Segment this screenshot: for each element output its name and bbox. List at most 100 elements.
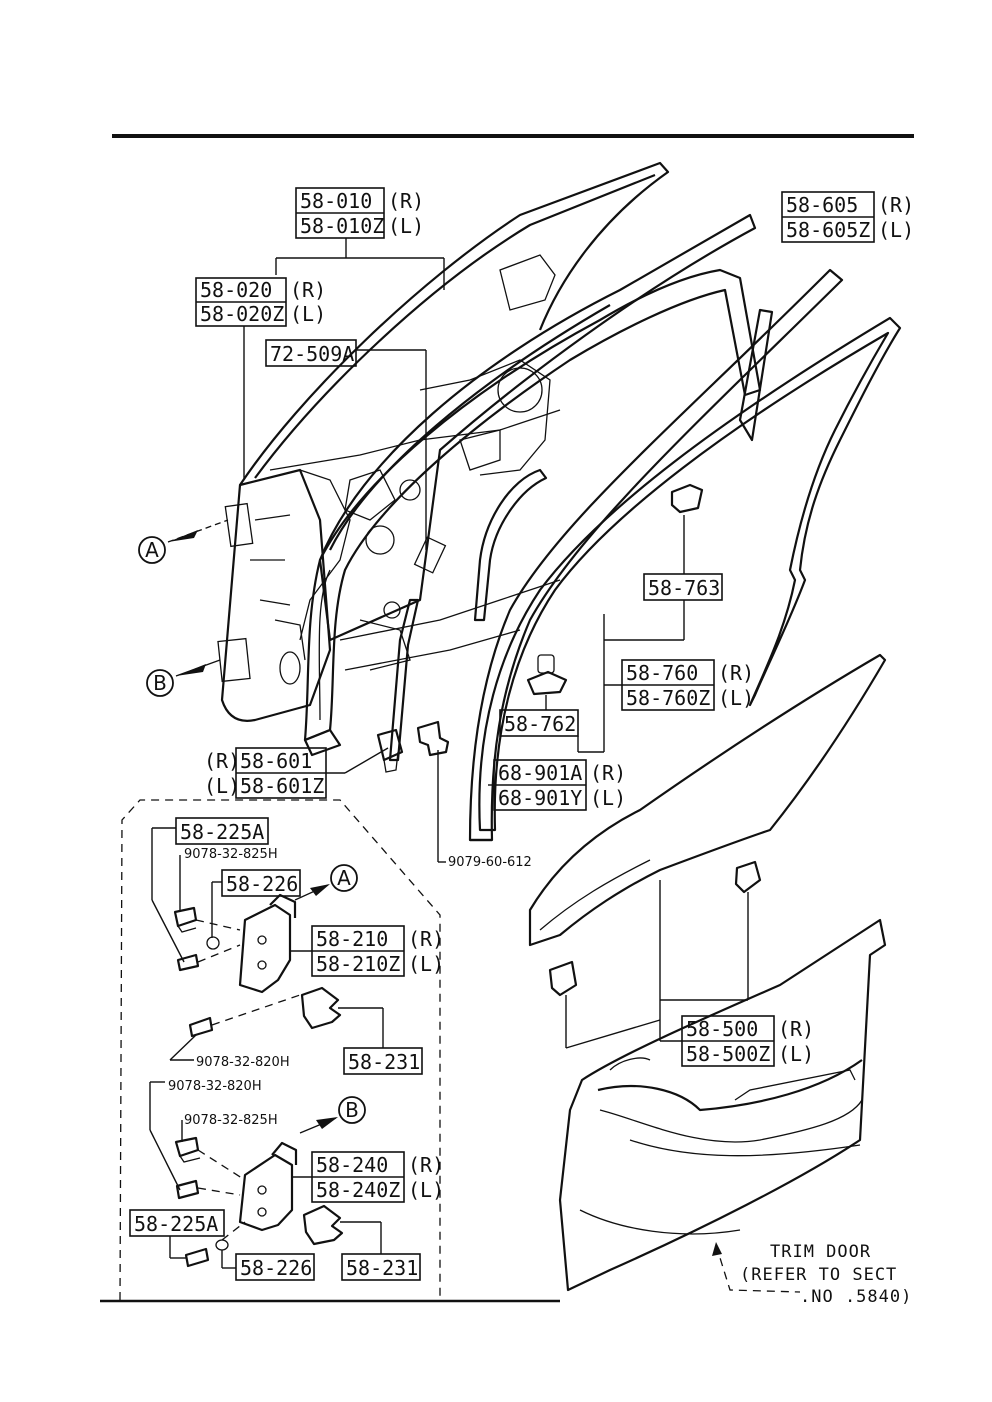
svg-text:(L): (L) bbox=[388, 214, 424, 238]
svg-text:(L): (L) bbox=[290, 302, 326, 326]
label-58-500: 58-500 58-500Z (R) (L) bbox=[565, 880, 814, 1067]
label-58-010: 58-010 58-010Z (R) (L) bbox=[275, 187, 445, 290]
svg-text:58-760Z: 58-760Z bbox=[626, 686, 710, 710]
svg-text:(L): (L) bbox=[878, 218, 914, 242]
label-58-231-lower: 58-231 bbox=[340, 1221, 421, 1281]
callout-a-hinge: A bbox=[294, 864, 358, 901]
svg-text:(R): (R) bbox=[204, 749, 240, 773]
lower-hinge-58-240 bbox=[174, 1136, 298, 1268]
svg-text:(L): (L) bbox=[408, 952, 444, 976]
glass-run-channel-68-901 bbox=[468, 268, 844, 842]
svg-text:A: A bbox=[337, 866, 351, 890]
bolt-9079-60-612 bbox=[416, 720, 450, 757]
svg-text:B: B bbox=[345, 1098, 359, 1122]
svg-text:68-901A: 68-901A bbox=[498, 761, 582, 785]
svg-text:58-763: 58-763 bbox=[648, 576, 720, 600]
svg-text:58-231: 58-231 bbox=[348, 1050, 420, 1074]
svg-text:.NO .5840): .NO .5840) bbox=[800, 1287, 912, 1307]
svg-text:(L): (L) bbox=[718, 686, 754, 710]
label-58-210: 58-210 58-210Z (R) (L) bbox=[290, 925, 444, 977]
svg-text:58-601: 58-601 bbox=[240, 749, 312, 773]
svg-text:9078-32-820H: 9078-32-820H bbox=[168, 1079, 262, 1094]
spacer-58-231-upper bbox=[300, 986, 342, 1030]
svg-text:(R): (R) bbox=[408, 1153, 444, 1177]
svg-text:(REFER TO SECT: (REFER TO SECT bbox=[740, 1265, 897, 1285]
svg-text:58-210: 58-210 bbox=[316, 927, 388, 951]
door-weatherstrip-58-605 bbox=[478, 316, 902, 832]
clip-58-763 bbox=[670, 483, 704, 514]
upper-hinge-58-210 bbox=[173, 893, 301, 1038]
label-72-509a: 72-509A bbox=[265, 339, 427, 550]
svg-text:58-500Z: 58-500Z bbox=[686, 1042, 770, 1066]
svg-text:(L): (L) bbox=[204, 774, 240, 798]
label-58-605: 58-605 58-605Z (R) (L) bbox=[781, 191, 914, 243]
glass-clip-lower bbox=[548, 960, 578, 997]
label-9079-60-612: 9079-60-612 bbox=[437, 750, 532, 870]
svg-text:9078-32-820H: 9078-32-820H bbox=[196, 1055, 290, 1070]
svg-text:A: A bbox=[145, 538, 159, 562]
grommet-58-762 bbox=[526, 654, 568, 696]
svg-text:58-760: 58-760 bbox=[626, 661, 698, 685]
callout-b-upper: B bbox=[146, 659, 221, 697]
svg-text:(R): (R) bbox=[590, 761, 626, 785]
svg-text:58-226: 58-226 bbox=[240, 1256, 312, 1280]
label-9078-32-820h-mid: 9078-32-820H bbox=[169, 1034, 290, 1070]
svg-text:(L): (L) bbox=[408, 1178, 444, 1202]
svg-text:58-762: 58-762 bbox=[504, 712, 576, 736]
svg-text:58-225A: 58-225A bbox=[134, 1212, 218, 1236]
label-58-601: (R) (L) 58-601 58-601Z bbox=[204, 747, 389, 799]
svg-text:58-010Z: 58-010Z bbox=[300, 214, 384, 238]
svg-text:58-605: 58-605 bbox=[786, 193, 858, 217]
svg-text:(L): (L) bbox=[778, 1042, 814, 1066]
label-58-226-upper: 58-226 bbox=[211, 869, 301, 938]
trim-door-panel bbox=[558, 918, 887, 1292]
svg-text:(R): (R) bbox=[290, 278, 326, 302]
svg-text:58-500: 58-500 bbox=[686, 1017, 758, 1041]
label-58-760: 58-760 58-760Z (R) (L) bbox=[578, 614, 754, 753]
svg-text:68-901Y: 68-901Y bbox=[498, 786, 582, 810]
svg-text:B: B bbox=[153, 671, 167, 695]
door-shell bbox=[217, 161, 670, 722]
svg-text:(R): (R) bbox=[778, 1017, 814, 1041]
hinge-group-enclosure bbox=[119, 799, 441, 1301]
label-9078-32-825h-upper: 9078-32-825H bbox=[179, 847, 278, 912]
door-glass-58-500 bbox=[528, 653, 887, 947]
label-58-226-lower: 58-226 bbox=[221, 1250, 315, 1281]
callout-a-upper: A bbox=[138, 519, 229, 564]
spacer-58-231-lower bbox=[302, 1204, 344, 1246]
label-58-225a-lower: 58-225A bbox=[129, 1209, 225, 1259]
label-58-240: 58-240 58-240Z (R) (L) bbox=[292, 1151, 444, 1203]
svg-text:72-509A: 72-509A bbox=[270, 342, 354, 366]
svg-text:9079-60-612: 9079-60-612 bbox=[448, 855, 532, 870]
label-9078-32-820h-lower: 9078-32-820H bbox=[149, 1079, 262, 1191]
glass-clip-upper bbox=[734, 860, 762, 894]
svg-text:58-231: 58-231 bbox=[346, 1256, 418, 1280]
svg-text:(R): (R) bbox=[878, 193, 914, 217]
label-68-901: 68-901A 68-901Y (R) (L) bbox=[488, 759, 626, 811]
svg-text:58-240Z: 58-240Z bbox=[316, 1178, 400, 1202]
label-58-763: 58-763 bbox=[604, 515, 723, 641]
weatherstrip-72-509a bbox=[388, 468, 548, 762]
svg-text:TRIM DOOR: TRIM DOOR bbox=[770, 1242, 871, 1262]
svg-text:58-226: 58-226 bbox=[226, 872, 298, 896]
svg-text:(R): (R) bbox=[388, 189, 424, 213]
svg-text:58-020Z: 58-020Z bbox=[200, 302, 284, 326]
label-58-762: 58-762 bbox=[499, 695, 579, 752]
label-58-231-upper: 58-231 bbox=[338, 1007, 423, 1075]
svg-text:(R): (R) bbox=[718, 661, 754, 685]
svg-text:58-605Z: 58-605Z bbox=[786, 218, 870, 242]
svg-text:(L): (L) bbox=[590, 786, 626, 810]
svg-text:58-010: 58-010 bbox=[300, 189, 372, 213]
svg-text:58-240: 58-240 bbox=[316, 1153, 388, 1177]
svg-text:58-601Z: 58-601Z bbox=[240, 774, 324, 798]
svg-text:58-225A: 58-225A bbox=[180, 820, 264, 844]
callout-b-hinge: B bbox=[299, 1096, 366, 1134]
label-58-020: 58-020 58-020Z (R) (L) bbox=[195, 277, 326, 480]
label-58-225a-upper: 58-225A bbox=[151, 817, 269, 963]
svg-text:(R): (R) bbox=[408, 927, 444, 951]
label-9078-32-825h-lower: 9078-32-825H bbox=[181, 1113, 278, 1142]
door-inner-panel bbox=[318, 213, 757, 671]
svg-text:9078-32-825H: 9078-32-825H bbox=[184, 1113, 278, 1128]
svg-text:58-020: 58-020 bbox=[200, 278, 272, 302]
